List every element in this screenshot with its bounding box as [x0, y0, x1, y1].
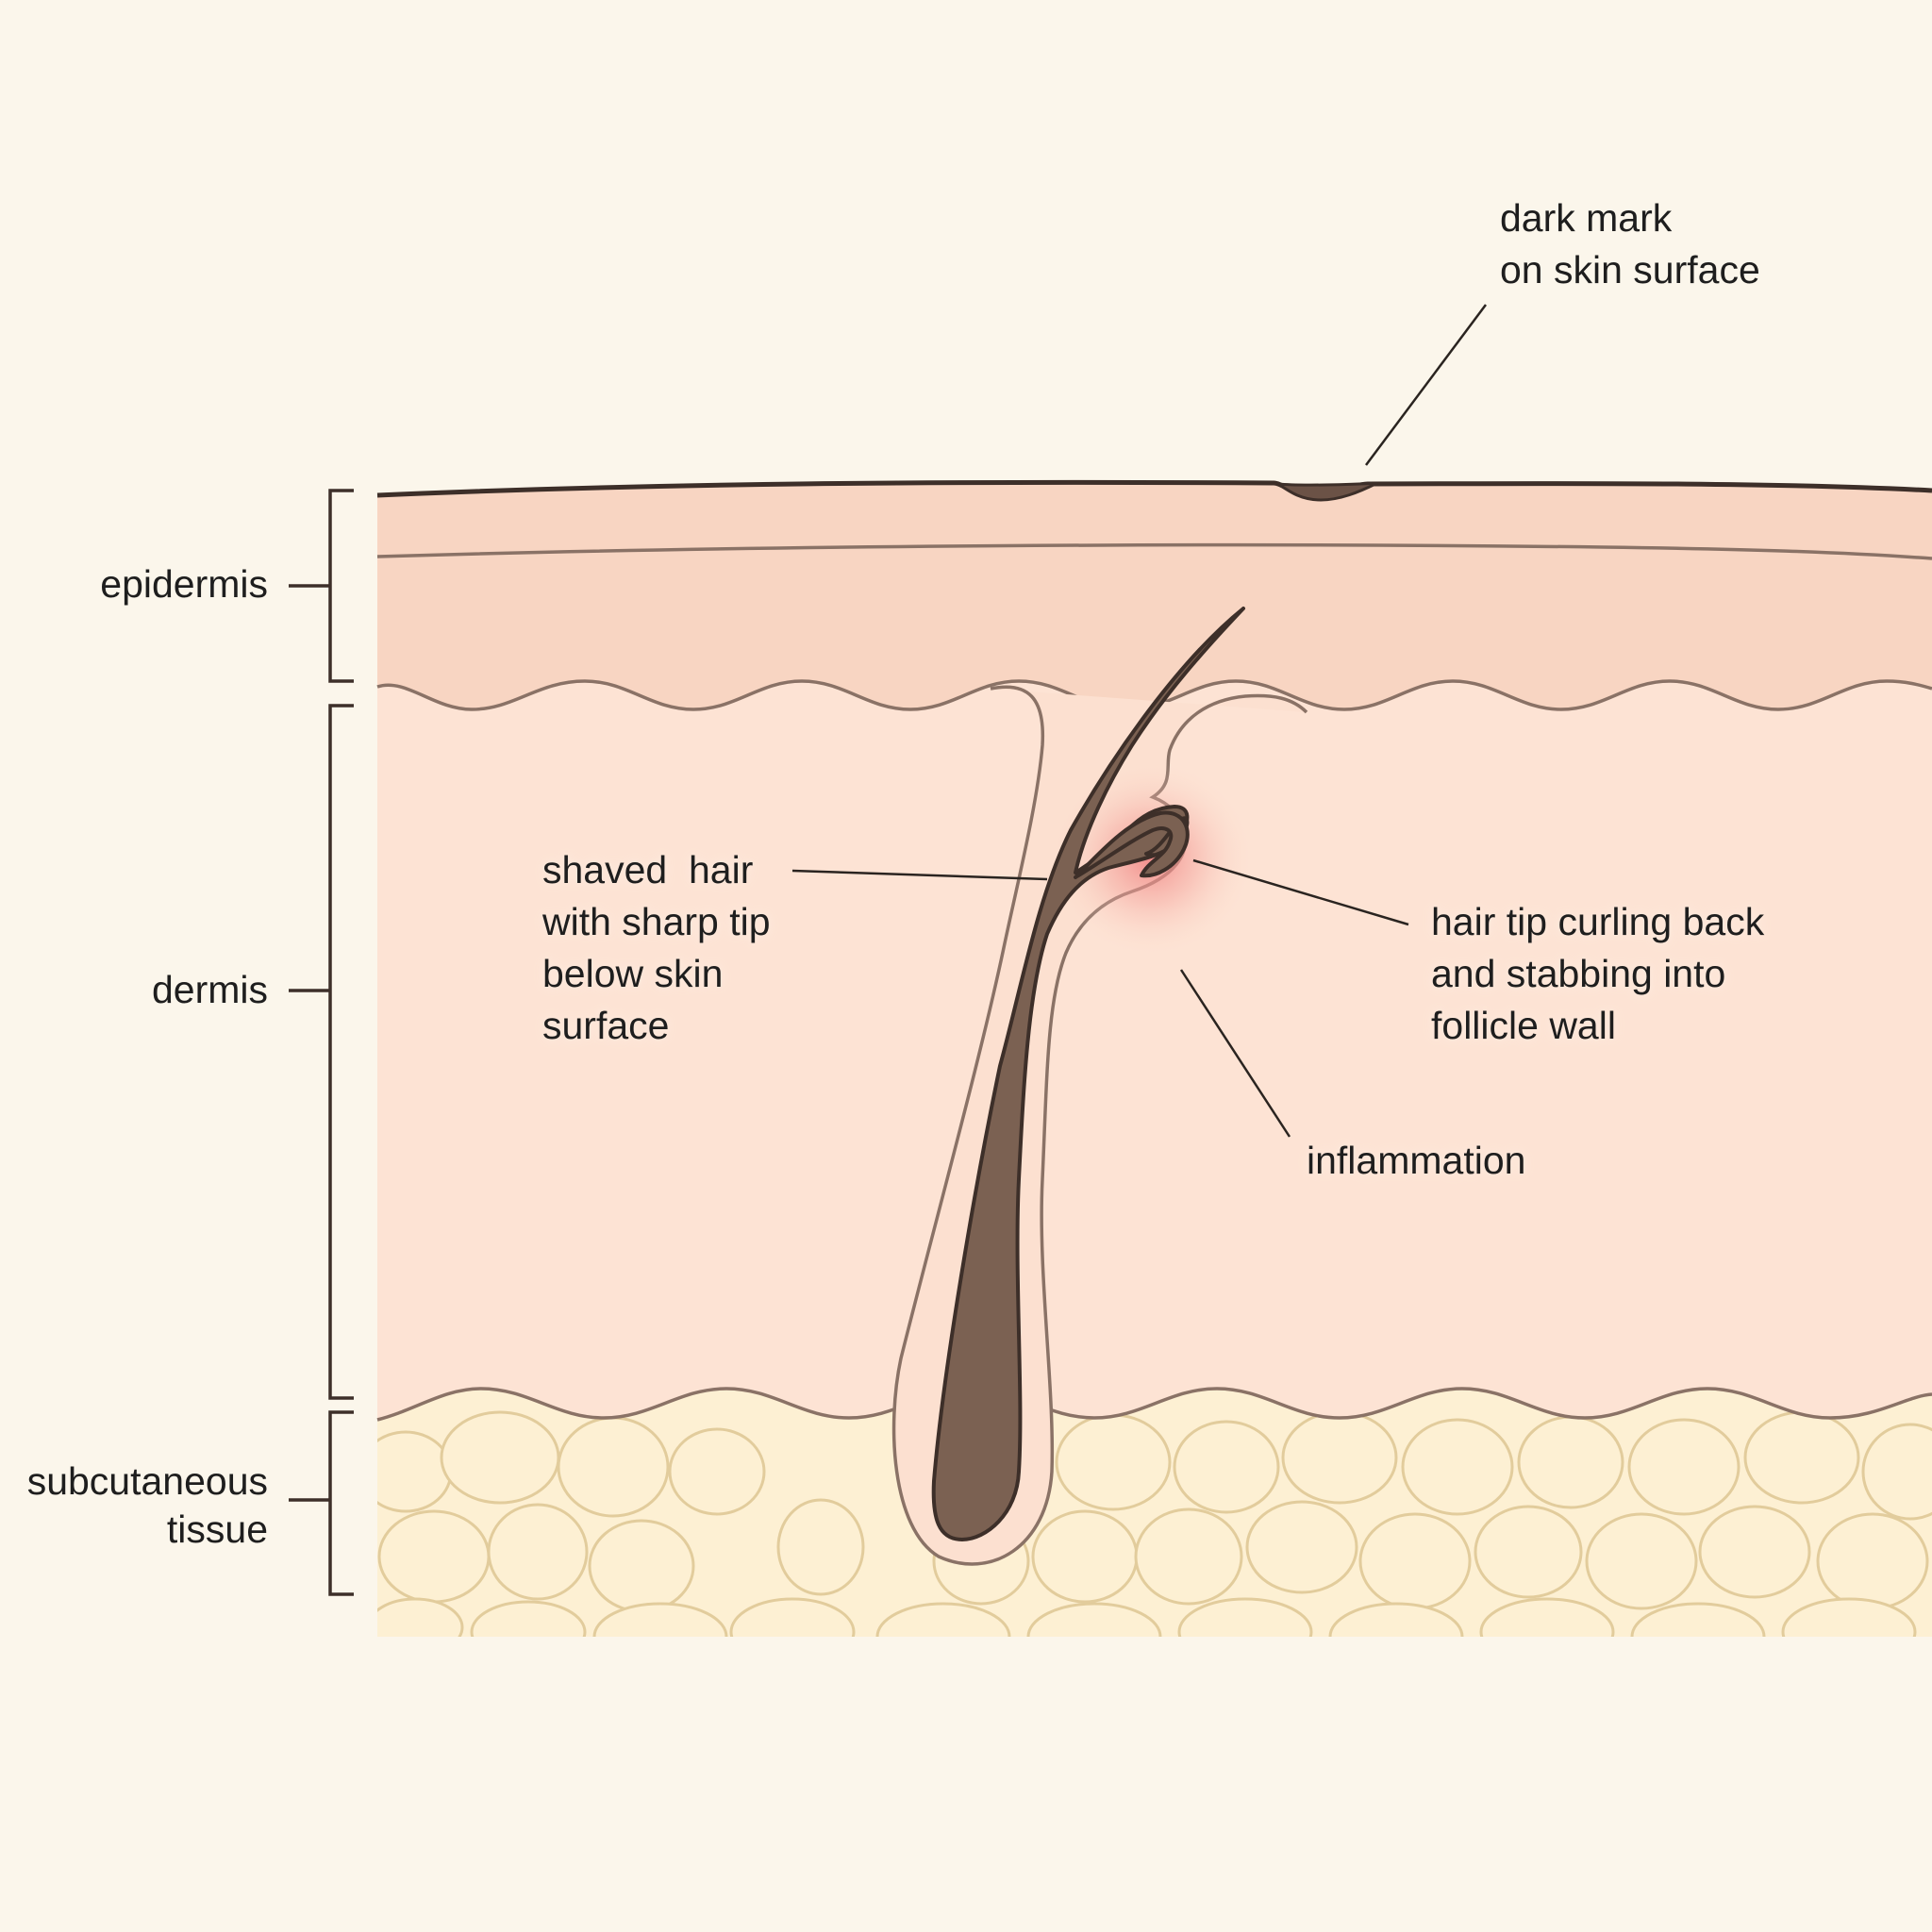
inflammation-leader [1179, 969, 1291, 1138]
stratum-line [376, 542, 1932, 560]
leader-lines [791, 304, 1488, 1138]
epidermis-label: epidermis [100, 562, 268, 606]
dermis-label: dermis [151, 968, 268, 1011]
hair-tip-leader [1192, 858, 1409, 926]
dermis-fat-boundary [376, 1387, 1932, 1422]
layer-brackets [289, 489, 354, 1596]
dark-mark-label: dark mark on skin surface [1500, 196, 1760, 291]
subcutaneous-bracket [328, 1410, 354, 1596]
dermal-epidermal-junction [376, 679, 1932, 711]
dark-mark-leader [1364, 304, 1488, 466]
subcutaneous-label: subcutaneous tissue [26, 1459, 268, 1551]
shaved-hair-leader [791, 869, 1048, 881]
epidermis-bracket [328, 489, 354, 683]
inflammation-label: inflammation [1307, 1139, 1526, 1182]
dermis-layer [377, 681, 1932, 1472]
dermis-bracket [328, 704, 354, 1400]
shaved-hair-label: shaved hair with sharp tip below skin su… [542, 848, 771, 1047]
hair-tip-curl [1074, 810, 1190, 879]
dark-mark [1273, 481, 1378, 502]
hair-tip-label: hair tip curling back and stabbing into … [1431, 900, 1765, 1047]
fat-cells [377, 1410, 1932, 1637]
